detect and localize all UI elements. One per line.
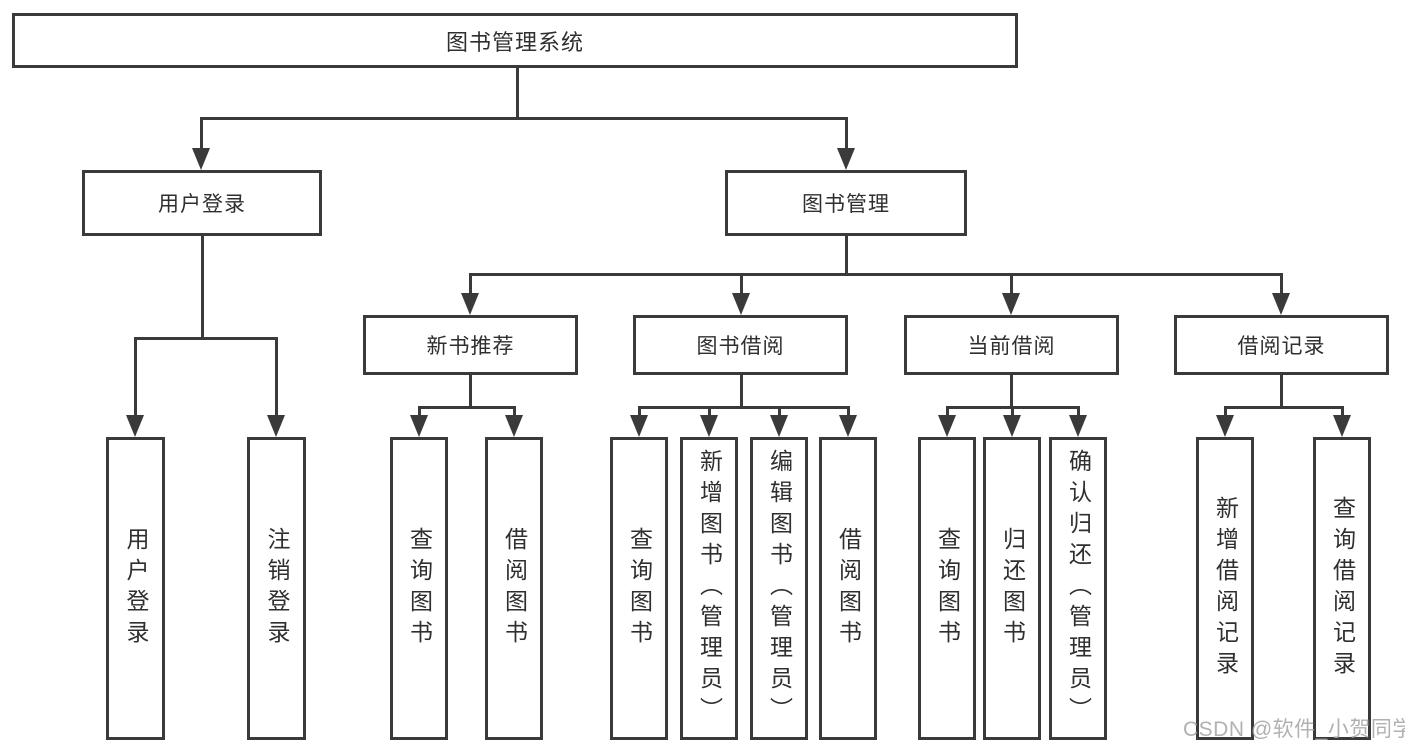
arrowhead-borrowing-add <box>700 415 718 437</box>
connector-drop-borrowing-query <box>638 406 641 417</box>
arrowhead-current-return <box>1003 415 1021 437</box>
connector-drop-recommend-query <box>418 406 421 417</box>
connector-user-login-stem <box>201 236 204 340</box>
arrowhead-new-book-recommend <box>461 293 479 315</box>
arrowhead-current-confirm <box>1069 415 1087 437</box>
connector-drop-current-query <box>946 406 949 417</box>
arrowhead-borrowing-query <box>630 415 648 437</box>
leaf-add-book-admin: 新增图书（管理员） <box>680 437 738 740</box>
connector-user-login-bar <box>134 337 278 340</box>
connector-drop-leaf-logout <box>275 337 278 417</box>
arrowhead-leaf-user-login <box>126 415 144 437</box>
connector-records-bar <box>1224 406 1344 409</box>
connector-drop-book-borrowing <box>740 273 743 295</box>
arrowhead-leaf-logout <box>267 415 285 437</box>
connector-book-management-stem <box>845 236 848 276</box>
arrowhead-recommend-borrow <box>505 415 523 437</box>
connector-drop-records-query <box>1341 406 1344 417</box>
csdn-watermark: CSDN @软件_小贺同学 <box>1183 718 1405 741</box>
connector-drop-records-add <box>1224 406 1227 417</box>
arrowhead-user-login <box>192 148 210 170</box>
arrowhead-records-add <box>1216 415 1234 437</box>
leaf-logout: 注销登录 <box>247 437 306 740</box>
node-library-management-system: 图书管理系统 <box>12 13 1018 68</box>
leaf-query-borrow-record: 查询借阅记录 <box>1313 437 1371 740</box>
connector-level3-bar <box>469 273 1283 276</box>
leaf-add-borrow-record: 新增借阅记录 <box>1196 437 1254 740</box>
leaf-recommend-query-book: 查询图书 <box>390 437 448 740</box>
connector-drop-book-management <box>845 117 848 150</box>
connector-drop-current-borrowing <box>1010 273 1013 295</box>
arrowhead-current-query <box>938 415 956 437</box>
connector-borrowing-bar <box>638 406 850 409</box>
node-current-borrowing: 当前借阅 <box>904 315 1119 375</box>
leaf-confirm-return-admin: 确认归还（管理员） <box>1049 437 1107 740</box>
arrowhead-recommend-query <box>410 415 428 437</box>
leaf-borrowing-query-book: 查询图书 <box>610 437 668 740</box>
connector-drop-borrowing-borrow <box>847 406 850 417</box>
leaf-recommend-borrow-book: 借阅图书 <box>485 437 543 740</box>
leaf-current-query-book: 查询图书 <box>918 437 976 740</box>
connector-drop-leaf-user-login <box>134 337 137 417</box>
connector-root-stem <box>516 67 519 118</box>
connector-recommend-stem <box>469 375 472 409</box>
connector-drop-user-login <box>200 117 203 150</box>
connector-drop-borrowing-edit <box>778 406 781 417</box>
connector-recommend-bar <box>418 406 516 409</box>
arrowhead-borrowing-records <box>1272 293 1290 315</box>
leaf-edit-book-admin: 编辑图书（管理员） <box>750 437 808 740</box>
connector-drop-recommend-borrow <box>513 406 516 417</box>
node-new-book-recommend: 新书推荐 <box>363 315 578 375</box>
arrowhead-records-query <box>1333 415 1351 437</box>
connector-drop-borrowing-records <box>1280 273 1283 295</box>
arrowhead-current-borrowing <box>1002 293 1020 315</box>
node-borrowing-records: 借阅记录 <box>1174 315 1389 375</box>
connector-records-stem <box>1280 375 1283 409</box>
connector-level2-bar <box>200 117 848 120</box>
arrowhead-book-management <box>837 148 855 170</box>
arrowhead-borrowing-edit <box>770 415 788 437</box>
arrowhead-book-borrowing <box>732 293 750 315</box>
leaf-return-book: 归还图书 <box>983 437 1041 740</box>
connector-drop-current-return <box>1011 406 1014 417</box>
connector-current-stem <box>1010 375 1013 409</box>
connector-drop-current-confirm <box>1077 406 1080 417</box>
node-book-management: 图书管理 <box>725 170 967 236</box>
connector-drop-borrowing-add <box>708 406 711 417</box>
connector-drop-new-book-recommend <box>469 273 472 295</box>
node-user-login: 用户登录 <box>82 170 322 236</box>
leaf-user-login: 用户登录 <box>106 437 165 740</box>
connector-borrowing-stem <box>740 375 743 409</box>
node-book-borrowing: 图书借阅 <box>633 315 848 375</box>
leaf-borrowing-borrow-book: 借阅图书 <box>819 437 877 740</box>
arrowhead-borrowing-borrow <box>839 415 857 437</box>
